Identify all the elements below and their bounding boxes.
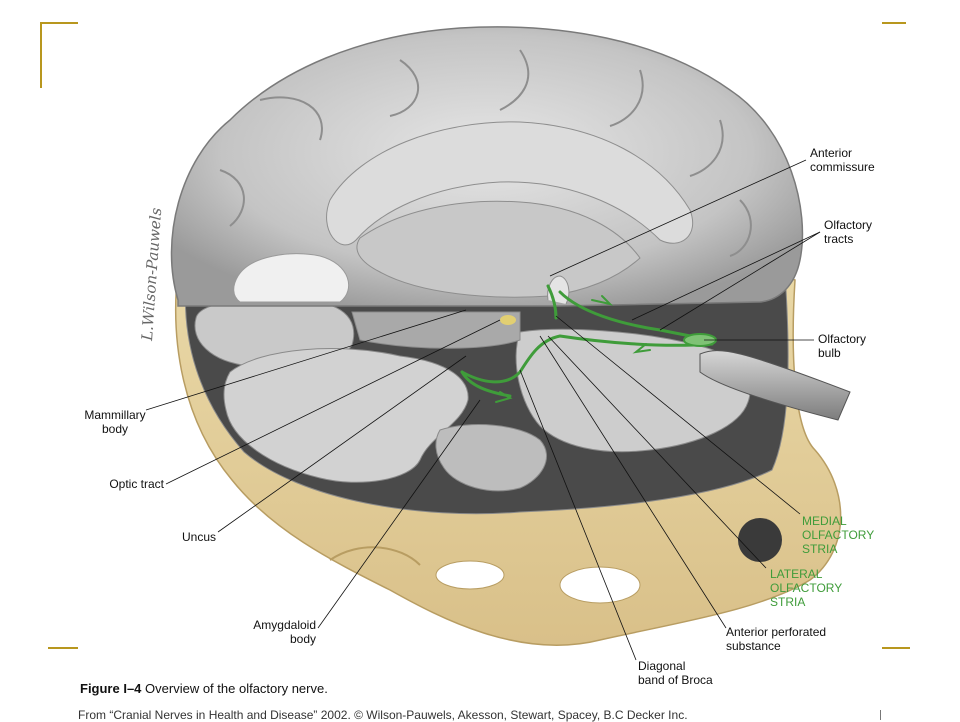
leader-anterior-commissure (549, 159, 807, 277)
leader-uncus (217, 355, 467, 533)
leader-lateral-stria (547, 335, 767, 569)
leader-olfactory-tracts (631, 231, 821, 321)
leader-amygdaloid (317, 399, 481, 629)
figure-title: Overview of the olfactory nerve. (141, 681, 328, 696)
leader-medial-stria (555, 315, 801, 515)
lateral-stria-path (460, 334, 714, 384)
leader-anterior-perforated (539, 335, 727, 629)
label-diagonal-band-of-broca: Diagonal band of Broca (638, 659, 713, 687)
leader-diagonal-band (519, 369, 637, 661)
label-amygdaloid-body: Amygdaloid body (253, 618, 316, 646)
corner-mark-top-left-horizontal (40, 22, 78, 24)
credit-tick (880, 710, 881, 720)
label-anterior-commissure: Anterior commissure (810, 146, 875, 174)
label-lateral-olfactory-stria: LATERAL OLFACTORY STRIA (770, 567, 843, 609)
label-uncus: Uncus (181, 530, 216, 544)
label-olfactory-tracts: Olfactory tracts (824, 218, 873, 246)
source-credit: From “Cranial Nerves in Health and Disea… (78, 708, 688, 722)
corner-mark-bottom-right (882, 647, 910, 649)
lower-brain-section (194, 298, 751, 492)
cerebral-hemisphere (170, 26, 804, 307)
figure-caption: Figure I–4 Overview of the olfactory ner… (80, 681, 328, 696)
leader-mammillary (145, 309, 467, 411)
label-anterior-perforated-substance: Anterior perforated substance (726, 625, 827, 653)
leader-optic-tract (165, 319, 501, 485)
label-medial-olfactory-stria: MEDIAL OLFACTORY STRIA (802, 514, 875, 556)
figure-number: Figure I–4 (80, 681, 142, 696)
medial-stria-path (546, 284, 558, 320)
leader-olfactory-tracts-2 (659, 231, 821, 331)
leader-lines (145, 159, 821, 661)
olfactory-pathway (460, 284, 717, 403)
label-optic-tract: Optic tract (109, 477, 164, 491)
corner-mark-bottom-left (48, 647, 78, 649)
label-olfactory-bulb: Olfactory bulb (818, 332, 867, 360)
corner-mark-top-left-vertical (40, 22, 42, 88)
retractor-tool (699, 350, 851, 421)
corner-mark-top-right (882, 22, 906, 24)
label-mammillary-body: Mammillary body (84, 408, 146, 436)
